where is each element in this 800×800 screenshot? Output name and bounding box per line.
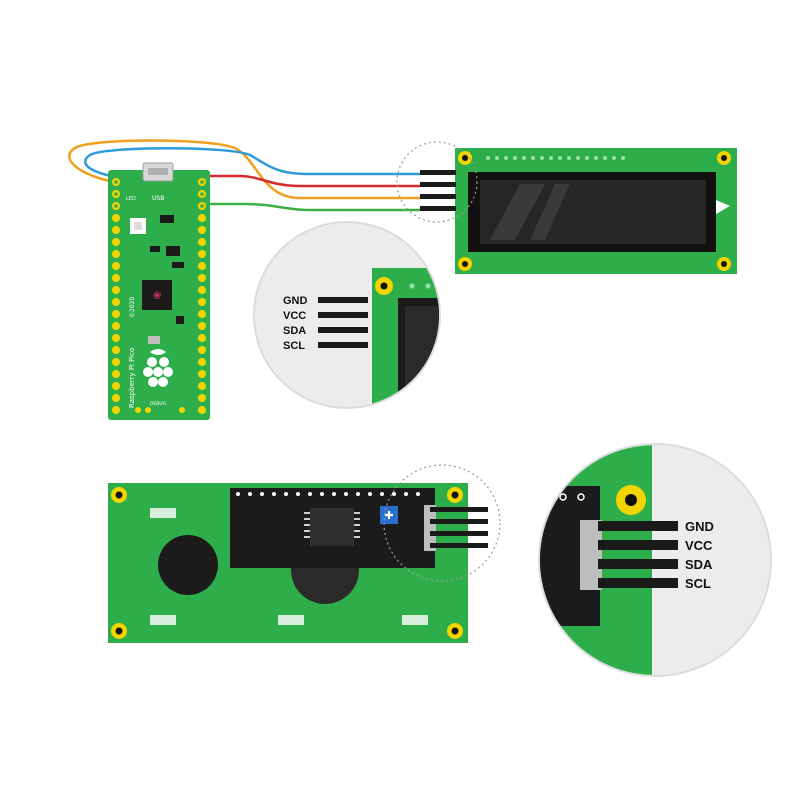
lcd-module-back: ✚ xyxy=(108,464,501,643)
rp2040-chip xyxy=(142,280,172,310)
debug-label: DEBUG xyxy=(150,401,167,407)
rp2040-logo-icon: ❀ xyxy=(152,290,161,302)
zoom-indicator-top xyxy=(396,141,478,223)
zoom-top-pin-vcc: VCC xyxy=(283,310,306,322)
i2c-header-pins-back xyxy=(430,507,488,548)
zoom-bottom: ✚ GND VCC SDA SCL xyxy=(505,443,772,677)
zoom-bottom-pin-sda: SDA xyxy=(685,557,713,572)
zoom-bottom-pin-vcc: VCC xyxy=(685,538,713,553)
wire-sda xyxy=(83,147,420,182)
trimmer-adjust-icon: ✚ xyxy=(511,533,524,550)
zoom-top-pin-scl: SCL xyxy=(283,340,305,352)
crystal xyxy=(148,336,160,344)
wires xyxy=(68,139,420,212)
zoom-top-pin-sda: SDA xyxy=(283,325,306,337)
lcd-backlight-blob xyxy=(158,535,218,595)
zoom-indicator-bottom xyxy=(383,464,501,582)
pico-year: ©2020 xyxy=(129,297,136,318)
wire-scl xyxy=(195,202,420,212)
zoom-bottom-pin-scl: SCL xyxy=(685,576,711,591)
lcd-module-front xyxy=(396,141,737,274)
zoom-top-pin-gnd: GND xyxy=(283,295,308,307)
raspberry-logo-icon xyxy=(143,349,173,387)
wire-vcc xyxy=(190,174,420,188)
raspberry-pi-pico: USB LED ❀ Raspberry Pi Pico ©2020 DEBUG xyxy=(108,162,210,420)
i2c-header-pins xyxy=(420,170,456,211)
pcf8574-chip xyxy=(310,508,354,546)
lcd-header-pads xyxy=(486,156,625,160)
pico-pin-row-left xyxy=(112,178,120,414)
contrast-trimmer-zoomed xyxy=(505,525,539,555)
usb-label: USB xyxy=(152,195,164,202)
led-label: LED xyxy=(126,196,136,202)
pico-board-name: Raspberry Pi Pico xyxy=(128,348,136,408)
zoom-bottom-pin-gnd: GND xyxy=(685,519,714,534)
trimmer-adjust-icon: ✚ xyxy=(384,510,393,522)
